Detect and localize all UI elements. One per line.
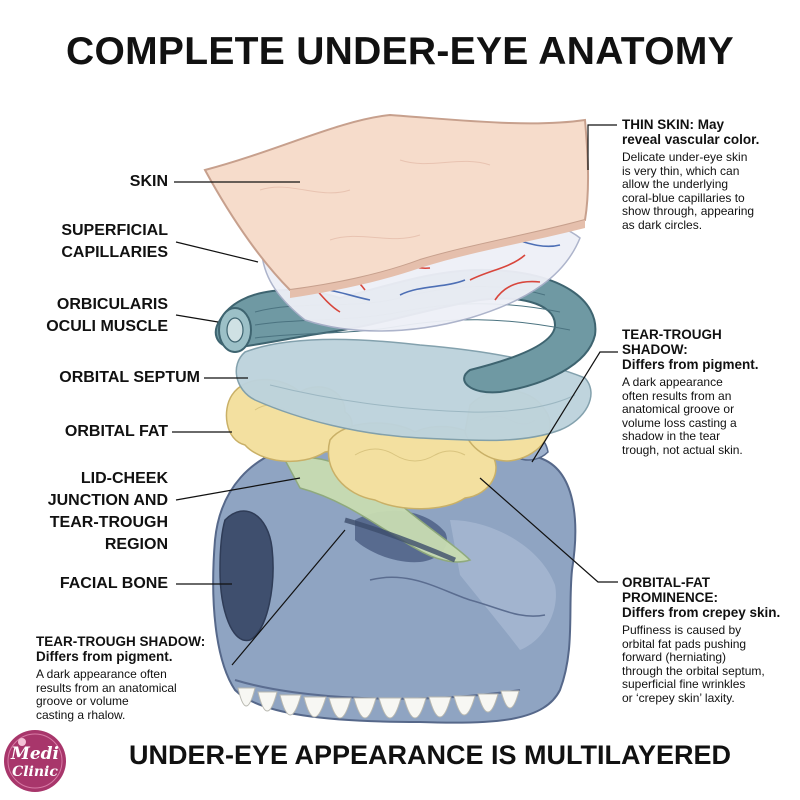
note-body-line: or ‘crepey skin’ laxity. bbox=[622, 690, 735, 705]
note-body-line: trough, not actual skin. bbox=[622, 442, 743, 457]
note-body-line: results from an anatomical bbox=[36, 680, 177, 695]
note-body-line: show through, appearing bbox=[622, 204, 755, 219]
note-heading-line: TEAR-TROUGH bbox=[622, 327, 722, 342]
note-body-line: anatomical groove or bbox=[622, 402, 735, 417]
note-body-line: groove or volume bbox=[36, 694, 129, 709]
teeth bbox=[237, 687, 520, 719]
footer-caption: UNDER-EYE APPEARANCE IS MULTILAYERED bbox=[128, 740, 732, 770]
note-heading-line: reveal vascular color. bbox=[622, 132, 760, 147]
note-body-line: A dark appearance bbox=[622, 375, 723, 389]
note-body-line: volume loss casting a bbox=[622, 415, 737, 430]
label-orbicularis-oculi-muscle: ORBICULARIS OCULI MUSCLE bbox=[20, 294, 168, 338]
note-body: Puffiness is caused by orbital fat pads … bbox=[622, 623, 798, 706]
label-skin: SKIN bbox=[129, 173, 168, 190]
note-heading-line: TEAR-TROUGH SHADOW: bbox=[36, 634, 206, 649]
medi-clinic-logo: Medi Clinic bbox=[2, 728, 68, 794]
note-heading-line: Differs from pigment. bbox=[622, 357, 759, 372]
note-body-line: is very thin, which can bbox=[622, 163, 740, 178]
label-orbital-septum: ORBITAL SEPTUM bbox=[59, 369, 200, 386]
note-body-line: shadow in the tear bbox=[622, 429, 721, 444]
note-heading: TEAR-TROUGH SHADOW: Differs from pigment… bbox=[36, 634, 226, 664]
note-body-line: orbital fat pads pushing bbox=[622, 636, 747, 651]
logo-badge-icon bbox=[4, 730, 66, 792]
note-tear-trough-shadow-left: TEAR-TROUGH SHADOW: Differs from pigment… bbox=[36, 634, 226, 722]
label-line: OCULI MUSCLE bbox=[46, 318, 168, 335]
page-title: COMPLETE UNDER-EYE ANATOMY bbox=[66, 30, 734, 73]
logo-text-clinic: Clinic bbox=[12, 764, 58, 780]
note-heading: TEAR-TROUGH SHADOW: Differs from pigment… bbox=[622, 327, 794, 372]
label-facial-bone: FACIAL BONE bbox=[59, 575, 168, 592]
label-line: JUNCTION AND bbox=[47, 492, 168, 509]
label-line: SUPERFICIAL bbox=[61, 222, 168, 239]
note-body: A dark appearance often results from an … bbox=[622, 375, 794, 458]
note-body: Delicate under-eye skin is very thin, wh… bbox=[622, 150, 794, 233]
note-heading-line: THIN SKIN: May bbox=[622, 117, 725, 132]
note-thin-skin: THIN SKIN: May reveal vascular color. De… bbox=[622, 117, 794, 233]
note-tear-trough-shadow-right: TEAR-TROUGH SHADOW: Differs from pigment… bbox=[622, 327, 794, 458]
note-body-line: superficial fine wrinkles bbox=[622, 677, 746, 692]
note-orbital-fat-prominence: ORBITAL-FAT PROMINENCE: Differs from cre… bbox=[622, 575, 798, 706]
label-lid-cheek-junction: LID-CHEEK JUNCTION AND TEAR-TROUGH REGIO… bbox=[20, 468, 168, 556]
note-heading-line: PROMINENCE: bbox=[622, 590, 719, 605]
note-body-line: coral-blue capillaries to bbox=[622, 190, 745, 205]
label-superficial-capillaries: SUPERFICIAL CAPILLARIES bbox=[20, 220, 168, 264]
skin-layer bbox=[203, 113, 590, 298]
label-line: TEAR-TROUGH bbox=[49, 514, 168, 531]
note-heading-line: Differs from crepey skin. bbox=[622, 605, 781, 620]
note-body-line: Delicate under-eye skin bbox=[622, 150, 748, 164]
note-body-line: as dark circles. bbox=[622, 217, 703, 232]
note-heading-line: Differs from pigment. bbox=[36, 649, 173, 664]
note-body-line: Puffiness is caused by bbox=[622, 623, 742, 637]
label-line: ORBICULARIS bbox=[56, 296, 168, 313]
label-line: CAPILLARIES bbox=[61, 244, 168, 261]
label-line: LID-CHEEK bbox=[80, 470, 168, 487]
note-heading-line: ORBITAL-FAT bbox=[622, 575, 710, 590]
note-body-line: A dark appearance often bbox=[36, 667, 167, 681]
note-body-line: allow the underlying bbox=[622, 177, 729, 192]
note-heading: THIN SKIN: May reveal vascular color. bbox=[622, 117, 794, 147]
note-body-line: forward (herniating) bbox=[622, 650, 727, 665]
note-body-line: through the orbital septum, bbox=[622, 663, 765, 678]
note-body-line: casting a rhalow. bbox=[36, 707, 126, 722]
note-heading: ORBITAL-FAT PROMINENCE: Differs from cre… bbox=[622, 575, 798, 620]
leader-lines bbox=[172, 124, 618, 666]
label-line: REGION bbox=[104, 536, 168, 553]
label-orbital-fat: ORBITAL FAT bbox=[64, 423, 168, 440]
note-body-line: often results from an bbox=[622, 388, 732, 403]
note-heading-line: SHADOW: bbox=[622, 342, 688, 357]
logo-text-medi: Medi bbox=[11, 744, 59, 764]
note-body: A dark appearance often results from an … bbox=[36, 667, 226, 722]
